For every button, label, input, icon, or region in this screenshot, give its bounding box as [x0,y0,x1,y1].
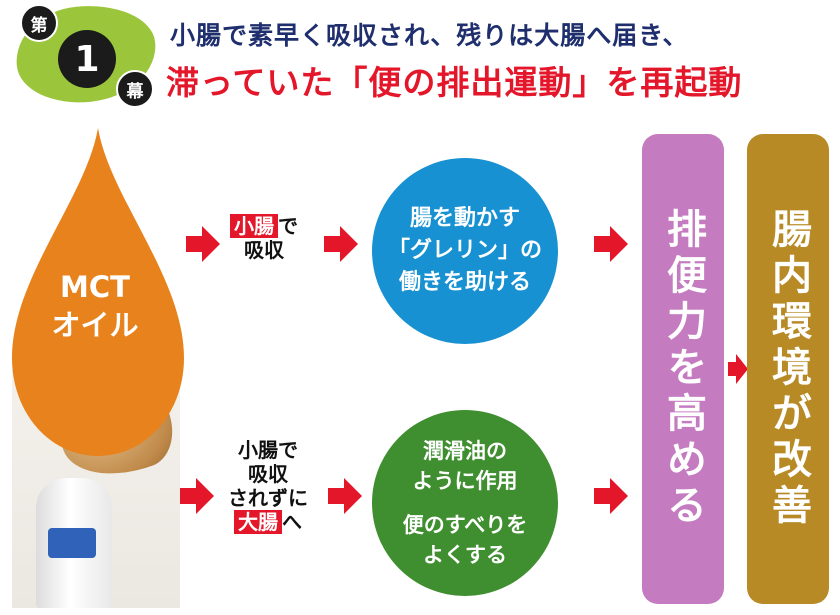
large-intestine-highlight: 大腸 [234,510,282,534]
bottle-label [48,528,96,558]
small-intestine-highlight: 小腸 [230,214,278,238]
upper-absorb-text: 小腸で 吸収 [218,214,310,262]
headline-line1: 小腸で素早く吸収され、残りは大腸へ届き、 [170,21,689,50]
arrow-right-icon [328,478,362,514]
ghrelin-circle: 腸を動かす 「グレリン」の 働きを助ける [372,158,558,344]
lower-absorb-line1: 小腸で [238,438,298,462]
gut-environment-text: 腸内環境が改善 [765,208,811,530]
oil-drop-shape [12,128,184,456]
drop-label-line1: MCT [60,270,130,304]
lubricant-circle-line1: 潤滑油の [423,439,507,463]
arrow-right-icon [728,354,748,384]
bowel-power-bar: 排便力を高める [642,134,724,604]
gut-environment-bar: 腸内環境が改善 [747,134,829,604]
arrow-right-icon [324,226,358,262]
badge-top-char: 第 [20,4,58,42]
bowel-power-text: 排便力を高める [660,208,706,530]
headline-line2: 滞っていた「便の排出運動」を再起動 [166,63,743,102]
lubricant-circle-line4: よくする [423,543,507,567]
lubricant-circle-line3: 便のすべりを [402,513,528,537]
lubricant-circle-line2: ように作用 [412,469,518,493]
lower-absorb-line2: 吸収 [248,462,288,486]
badge-number: 1 [58,30,116,88]
arrow-right-icon [186,226,220,262]
arrow-right-icon [594,478,628,514]
upper-absorb-line2: 吸収 [244,238,284,262]
arrow-right-icon [180,478,214,514]
arrow-right-icon [594,226,628,262]
drop-label: MCT オイル [20,268,170,344]
ghrelin-circle-line1: 腸を動かす [409,206,520,231]
drop-label-line2: オイル [51,308,139,342]
lower-absorb-line3: されずに [228,486,308,510]
ghrelin-circle-line3: 働きを助ける [398,270,531,295]
badge-bottom-char: 幕 [116,70,154,108]
ghrelin-circle-line2: 「グレリン」の [387,238,542,263]
upper-absorb-suffix: で [278,214,298,238]
lubricant-circle: 潤滑油の ように作用 便のすべりを よくする [372,410,558,596]
lower-absorb-suffix: へ [282,510,302,534]
lower-absorb-text: 小腸で 吸収 されずに 大腸へ [212,438,324,534]
